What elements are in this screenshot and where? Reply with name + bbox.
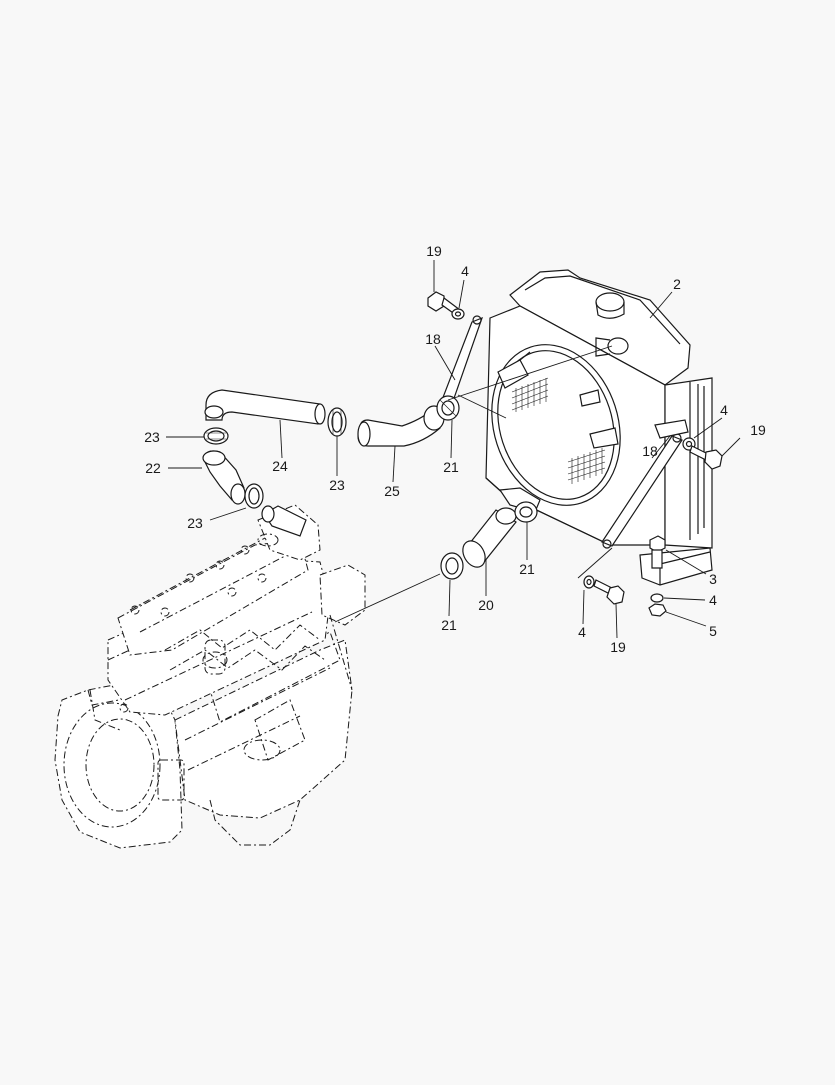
nut-5 — [648, 603, 667, 617]
bolt-19-right — [689, 445, 723, 470]
callout-23-lower: 23 — [187, 515, 203, 531]
callout-21-lower: 21 — [441, 617, 457, 633]
engine-outlet-pipe — [261, 505, 307, 537]
callout-4-right: 4 — [720, 402, 728, 418]
callout-19-lower: 19 — [610, 639, 626, 655]
clamp-23-lower — [244, 483, 264, 509]
washer-4-lower-left — [583, 575, 595, 589]
clamp-23-mid — [327, 407, 347, 437]
callout-18-lower: 18 — [642, 443, 658, 459]
callout-23-left: 23 — [144, 429, 160, 445]
clamp-21-lower — [440, 552, 464, 580]
callout-21-right: 21 — [519, 561, 535, 577]
callout-22: 22 — [145, 460, 161, 476]
callout-18-upper: 18 — [425, 331, 441, 347]
washer-4-lower-right — [650, 593, 664, 603]
callout-25: 25 — [384, 483, 400, 499]
clamp-23-left — [203, 427, 229, 445]
support-rod-lower — [601, 419, 689, 549]
engine-phantom-outline — [54, 504, 366, 849]
support-rod-upper — [441, 315, 484, 407]
hose-25 — [357, 405, 445, 447]
bolt-19-upper — [427, 291, 461, 316]
callout-4-top: 4 — [461, 263, 469, 279]
leader-lines — [166, 260, 741, 639]
callout-19-top: 19 — [426, 243, 442, 259]
radiator — [485, 269, 713, 586]
callout-24: 24 — [272, 458, 288, 474]
callout-5: 5 — [709, 623, 717, 639]
hose-20 — [462, 507, 517, 568]
callout-19-right: 19 — [750, 422, 766, 438]
callout-21-upper: 21 — [443, 459, 459, 475]
callout-2: 2 — [673, 276, 681, 292]
clamp-21-upper — [436, 395, 460, 421]
bolt-3 — [649, 535, 666, 569]
callout-20: 20 — [478, 597, 494, 613]
hose-24 — [204, 389, 326, 425]
callout-23-mid: 23 — [329, 477, 345, 493]
bolt-19-lower — [593, 579, 625, 605]
hose-22 — [202, 450, 246, 505]
callout-4-lower-left: 4 — [578, 624, 586, 640]
clamp-21-right — [514, 501, 538, 523]
callout-labels: 19 4 2 18 4 19 18 23 22 24 23 25 21 23 2… — [144, 243, 766, 655]
washer-4-upper — [451, 308, 465, 320]
callout-4-lower-right: 4 — [709, 592, 717, 608]
callout-3: 3 — [709, 571, 717, 587]
